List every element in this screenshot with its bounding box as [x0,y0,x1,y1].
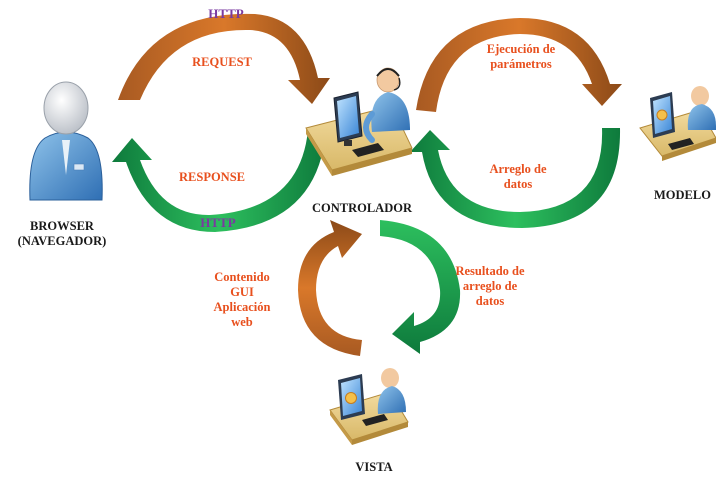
browser-label-line1: BROWSER [30,219,95,233]
resultado-label-line2: arreglo de [463,279,518,293]
browser-label-line2: (NAVEGADOR) [18,234,107,248]
ejecucion-arrow [416,18,622,112]
arreglo-label-line2: datos [504,177,533,191]
contenido-label-line4: web [231,315,253,329]
modelo-workstation-icon [639,86,716,161]
vista-workstation-icon [329,368,409,445]
ejecucion-label-line2: parámetros [490,57,552,71]
http-top-label: HTTP [208,6,243,21]
contenido-label-line3: Aplicación [214,300,271,314]
ejecucion-label-line1: Ejecución de [487,42,556,56]
request-label: REQUEST [192,55,252,69]
modelo-label: MODELO [654,188,711,202]
resultado-label-line1: Resultado de [455,264,525,278]
arreglo-arrow [410,128,621,228]
vista-label: VISTA [355,460,392,474]
browser-person-icon [29,81,103,201]
response-label: RESPONSE [179,170,245,184]
contenido-label-line2: GUI [230,285,254,299]
contenido-label-line1: Contenido [214,270,270,284]
controlador-label: CONTROLADOR [312,201,413,215]
http-bottom-label: HTTP [200,215,235,230]
arreglo-label-line1: Arreglo de [489,162,546,176]
contenido-arrow [298,220,362,356]
response-arrow [112,130,326,232]
resultado-label-line3: datos [476,294,505,308]
controlador-workstation-icon [305,67,413,176]
request-arrow [118,13,330,104]
resultado-arrow [380,220,461,354]
